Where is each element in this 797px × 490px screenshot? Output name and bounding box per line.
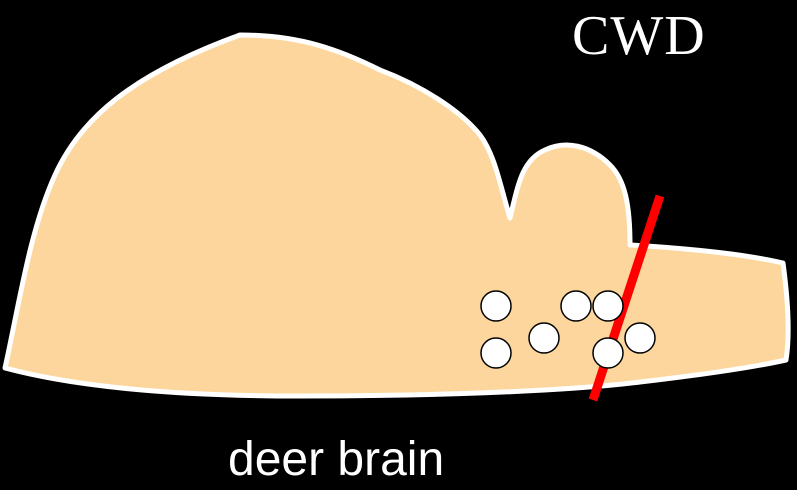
circle-marker-icon — [561, 291, 591, 321]
circle-marker-icon — [481, 338, 511, 368]
circle-marker-icon — [625, 323, 655, 353]
deer-brain-silhouette-icon — [5, 35, 788, 396]
circle-marker-icon — [593, 291, 623, 321]
circle-marker-icon — [529, 323, 559, 353]
circle-marker-icon — [481, 291, 511, 321]
diagram-caption: deer brain — [228, 432, 444, 488]
circle-marker-icon — [593, 338, 623, 368]
diagram-title: CWD — [572, 4, 706, 68]
